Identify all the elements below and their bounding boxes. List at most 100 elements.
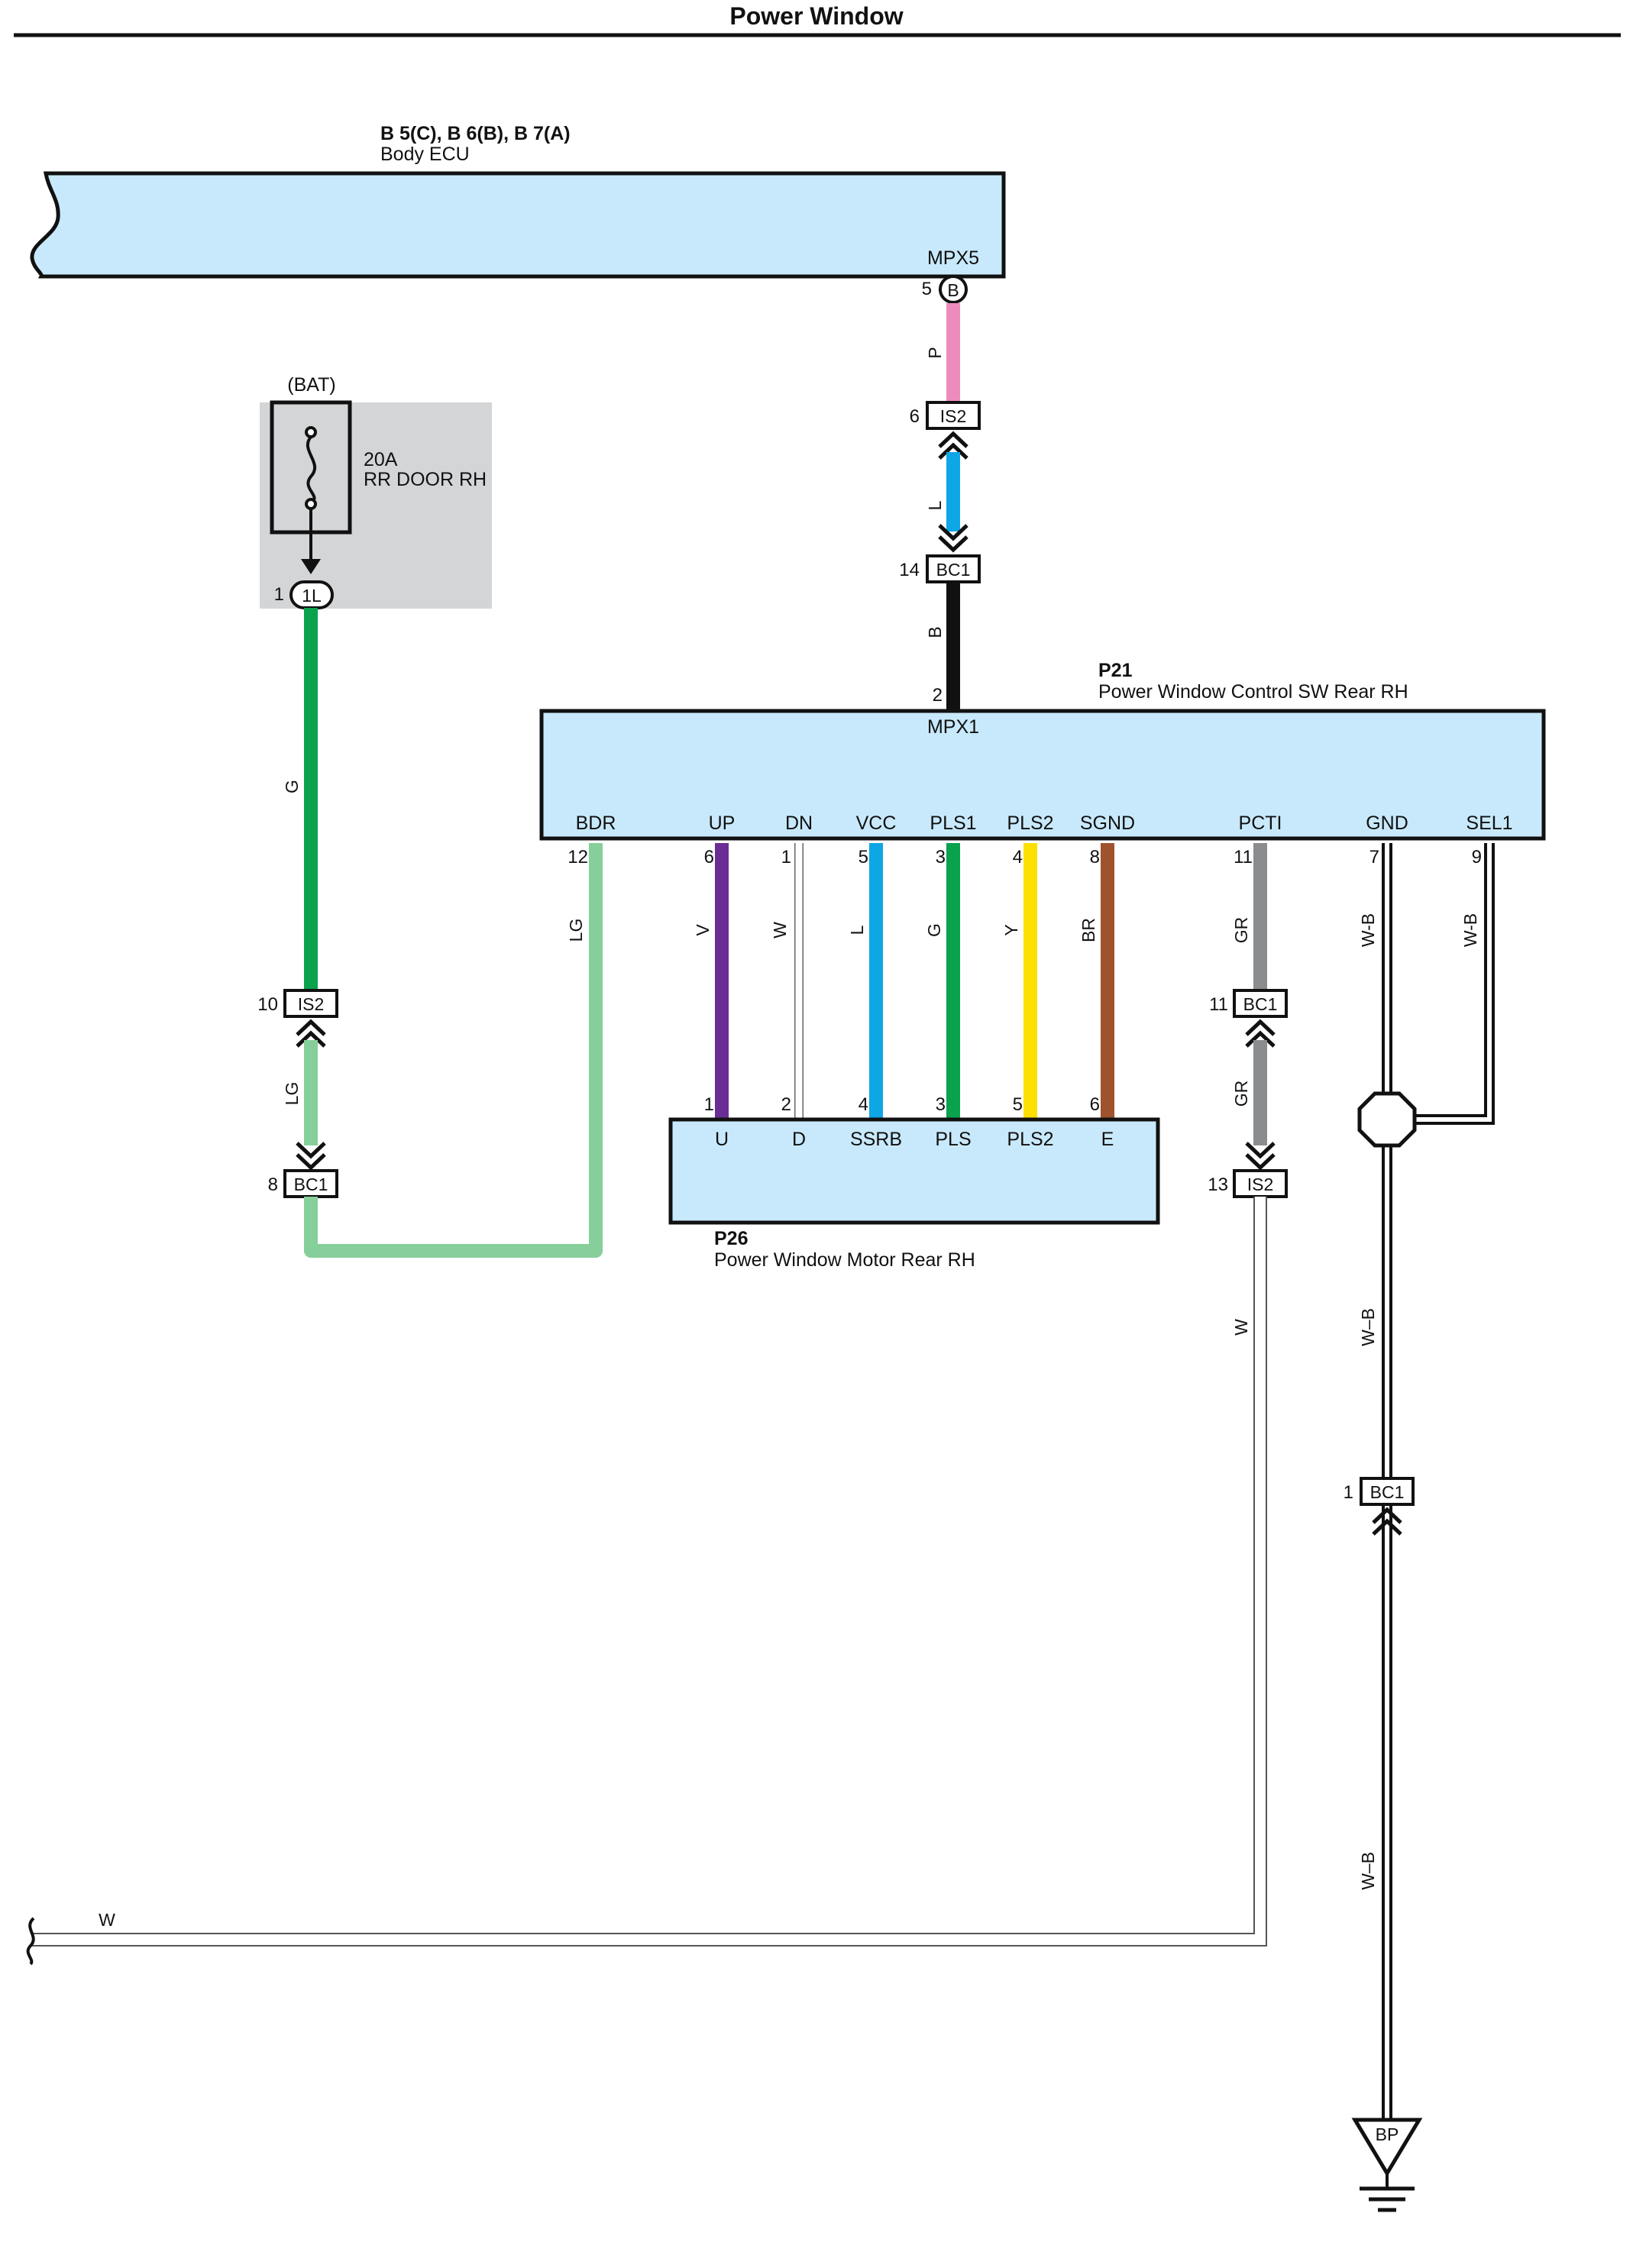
switch-terminal-label: UP	[709, 813, 736, 834]
motor-terminal-label: PLS2	[1007, 1129, 1053, 1150]
switch-terminal-label: BDR	[576, 813, 616, 834]
wire-label-pcti-w: W	[1231, 1319, 1251, 1336]
switch-terminal-pin: 11	[1234, 847, 1253, 867]
switch-terminal-pin: 7	[1369, 847, 1379, 867]
switch-terminal-label: PCTI	[1239, 813, 1282, 834]
chevron-down-icon	[1245, 1142, 1276, 1171]
wire-pcti-w	[31, 1197, 1267, 1947]
connector-pcti-bc1-pin: 11	[1209, 994, 1228, 1015]
wire-label-ecu-p: P	[925, 347, 945, 358]
wire-label-ecu-b: B	[925, 626, 945, 638]
connector-left-bc1: BC1 8	[268, 1169, 338, 1198]
switch-terminal-label: DN	[785, 813, 813, 834]
connector-ecu-bc1-pin: 14	[899, 560, 920, 580]
fuse-pin-number: 1	[274, 584, 284, 605]
switch-terminal-label: PLS2	[1007, 813, 1053, 834]
fuse-arrow-icon	[301, 559, 321, 574]
switch-terminal-label: SEL1	[1466, 813, 1512, 834]
motor-name: Power Window Motor Rear RH	[714, 1249, 975, 1271]
wire-label-left-g: G	[282, 780, 302, 793]
motor-terminal-pin: 1	[704, 1094, 714, 1115]
page-title: Power Window	[729, 2, 903, 30]
switch-terminal-pin: 12	[568, 847, 588, 867]
motor-terminal-pin: 2	[781, 1094, 791, 1115]
chevron-up-icon	[1245, 1019, 1276, 1048]
wire-sel1-wb	[1387, 843, 1495, 1125]
switch-terminal-label: GND	[1366, 813, 1408, 834]
wire-label-gnd-wb-mid: W–B	[1358, 1308, 1378, 1346]
wire-label: BR	[1078, 918, 1098, 942]
fuse-block-background	[260, 402, 492, 609]
connector-pcti-bc1-label: BC1	[1243, 994, 1278, 1014]
wire-break-icon	[26, 1917, 35, 1966]
switch-name: Power Window Control SW Rear RH	[1098, 681, 1408, 703]
body-ecu-pin-number: 5	[922, 279, 932, 299]
connector-pcti-is2-pin: 13	[1208, 1174, 1228, 1195]
motor-terminal-label: SSRB	[850, 1129, 902, 1150]
wire-label: W	[770, 922, 790, 939]
connector-ecu-bc1: BC1 14	[899, 554, 981, 583]
chevron-up-icon	[296, 1019, 326, 1048]
switch-code: P21	[1098, 660, 1133, 681]
wire-lg-loop	[304, 843, 603, 1258]
chevron-down-icon	[296, 1142, 326, 1171]
connector-left-bc1-pin: 8	[268, 1174, 278, 1195]
connector-ecu-bc1-label: BC1	[936, 560, 971, 580]
fuse-name: RR DOOR RH	[364, 469, 487, 490]
switch-terminal-label: SGND	[1080, 813, 1135, 834]
wire-label: GR	[1231, 917, 1251, 944]
switch-top-pin: 2	[933, 685, 943, 706]
fuse-icon	[305, 426, 317, 510]
chevron-down-icon	[938, 524, 968, 553]
wire-label: W-B	[1460, 913, 1480, 947]
connector-left-bc1-label: BC1	[294, 1174, 328, 1194]
switch-terminal-pin: 9	[1472, 847, 1482, 867]
connector-gnd-bc1-label: BC1	[1370, 1482, 1405, 1502]
switch-terminal-label: PLS1	[930, 813, 976, 834]
switch-terminal-label: VCC	[856, 813, 897, 834]
motor-terminal-pin: 5	[1013, 1094, 1023, 1115]
fuse-rating: 20A	[364, 449, 398, 470]
body-ecu-terminal: MPX5	[927, 247, 979, 269]
motor-code: P26	[714, 1228, 748, 1249]
ground-icon: BP	[1351, 2118, 1423, 2212]
switch-terminal-pin: 1	[781, 847, 791, 867]
switch-terminal-pin: 3	[936, 847, 946, 867]
connector-pcti-is2: IS2 13	[1208, 1169, 1288, 1198]
motor-terminal-pin: 3	[936, 1094, 946, 1115]
wire-label-left-lg: LG	[282, 1082, 302, 1106]
body-ecu-name: Body ECU	[380, 144, 470, 165]
switch-terminals: BDR12UP6DN1VCC5PLS13PLS24SGND8PCTI11GND7…	[568, 813, 1512, 867]
wire-label-ecu-l: L	[925, 500, 945, 510]
switch-terminal-pin: 4	[1013, 847, 1023, 867]
wire-label: G	[924, 923, 944, 937]
body-ecu-code: B 5(C), B 6(B), B 7(A)	[380, 123, 571, 144]
wire-label-bottom-w: W	[99, 1910, 115, 1930]
connector-gnd-bc1: BC1 1	[1344, 1477, 1415, 1506]
motor-terminal-label: E	[1101, 1129, 1114, 1150]
motor-terminal-pin: 4	[859, 1094, 868, 1115]
motor-terminal-label: D	[792, 1129, 806, 1150]
switch-terminal-pin: 8	[1090, 847, 1100, 867]
body-ecu-box	[30, 171, 1006, 279]
fuse-source: (BAT)	[287, 374, 335, 396]
wire-label: L	[847, 925, 867, 935]
connector-ecu-is2-label: IS2	[940, 406, 967, 426]
splice-point	[1357, 1091, 1417, 1148]
motor-terminal-label: U	[715, 1129, 729, 1150]
switch-motor-wires	[715, 843, 1114, 1119]
switch-box	[539, 709, 1546, 841]
fuse-connector-label: 1L	[302, 586, 322, 606]
wire-label: V	[693, 924, 713, 936]
connector-pcti-bc1: BC1 11	[1209, 989, 1288, 1018]
switch-terminal-pin: 5	[859, 847, 868, 867]
motor-terminal-pin: 6	[1090, 1094, 1100, 1115]
connector-left-is2-pin: 10	[257, 994, 278, 1015]
wire-label: W-B	[1358, 913, 1378, 947]
body-ecu-pin-letter: B	[947, 280, 959, 300]
body-ecu-pin	[939, 275, 968, 304]
wire-label: Y	[1001, 924, 1021, 935]
wire-label-bdr-lg: LG	[566, 919, 586, 942]
